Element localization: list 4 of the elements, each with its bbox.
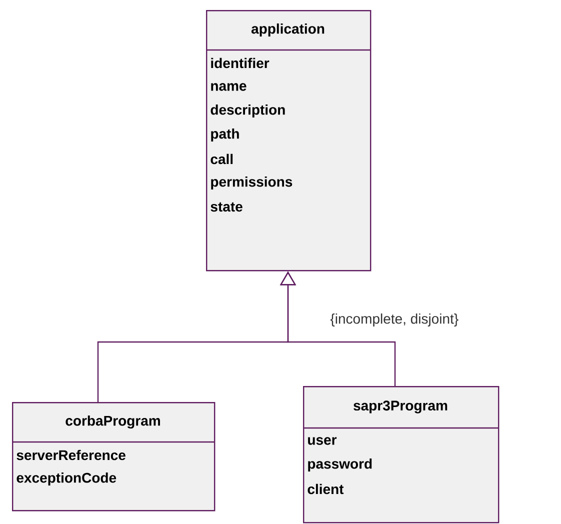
constraint-label: {incomplete, disjoint} (330, 313, 458, 327)
class-box: application identifier name description path call permissions state (206, 10, 372, 272)
class-box: corbaProgram serverReference exceptionCode (12, 402, 216, 512)
class-box: sapr3Program user password client (303, 386, 500, 524)
